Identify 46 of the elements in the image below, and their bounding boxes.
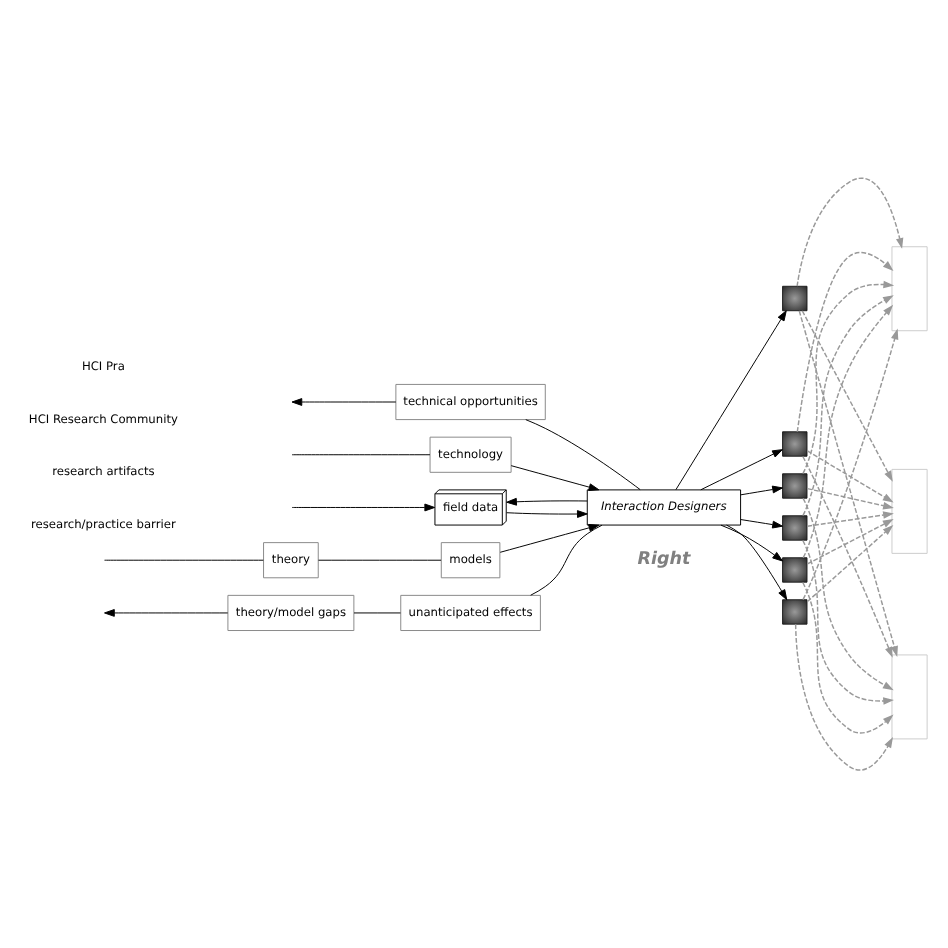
arrow: [794, 623, 893, 771]
arrow: [720, 524, 783, 562]
arrow: [104, 609, 229, 617]
arrow: [802, 280, 895, 475]
node-box: [782, 557, 808, 583]
arrow: [291, 398, 397, 406]
arrow: [700, 449, 783, 491]
node-box: [891, 654, 928, 740]
arrow: [798, 310, 898, 657]
arrow: [291, 503, 436, 512]
node-box: [782, 473, 808, 499]
arrow: [796, 177, 904, 287]
node-box: [891, 246, 928, 332]
arrow: [806, 450, 894, 503]
node-box: [782, 599, 808, 625]
arrow: [740, 485, 783, 496]
arrow: [806, 511, 894, 527]
connector: [530, 524, 603, 596]
arrow: [801, 310, 893, 482]
node-box: [782, 515, 808, 541]
arrow: [726, 524, 788, 601]
node-box: [782, 285, 808, 312]
connector: [525, 419, 641, 491]
arrow: [802, 539, 894, 705]
arrow: [796, 251, 894, 433]
arrow: [802, 581, 894, 734]
arrow: [499, 523, 600, 553]
arrow: [510, 465, 600, 491]
arrow: [806, 487, 894, 510]
connector: [104, 559, 264, 561]
node-box: [891, 468, 928, 554]
arrow: [802, 295, 894, 517]
node-box: [782, 431, 808, 457]
arrow: [740, 519, 783, 529]
arrow: [506, 510, 588, 518]
arrow: [506, 497, 588, 506]
connector: [291, 454, 431, 456]
arrow: [675, 310, 787, 491]
node-label: Right: [637, 549, 691, 570]
connector: [318, 559, 442, 561]
arrow: [802, 497, 894, 691]
arrow: [802, 304, 894, 559]
arrow: [802, 328, 899, 601]
arrow: [806, 519, 894, 565]
arrow: [806, 524, 894, 603]
arrow: [802, 455, 893, 658]
